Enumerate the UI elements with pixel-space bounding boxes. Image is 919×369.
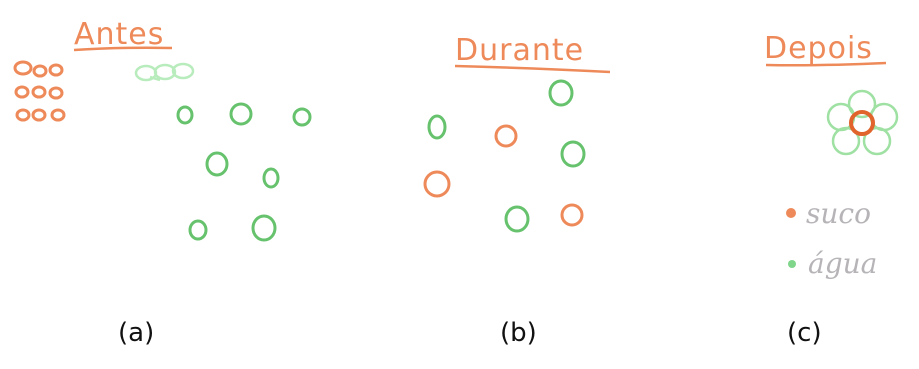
dissolved-juice-particle bbox=[849, 110, 875, 136]
panel-a-title: Antes bbox=[74, 17, 164, 52]
water-particles-a bbox=[176, 102, 312, 242]
juice-particles-b bbox=[423, 124, 584, 227]
legend-water-label: água bbox=[808, 247, 877, 280]
caption-c: (c) bbox=[787, 318, 822, 348]
panel-c-title: Depois bbox=[764, 31, 873, 66]
legend-juice-dot bbox=[786, 208, 796, 218]
water-particle-cluster-faint bbox=[134, 62, 195, 82]
panel-a: Antes bbox=[13, 17, 312, 242]
legend: suco água bbox=[786, 197, 877, 280]
legend-water-dot bbox=[788, 260, 796, 268]
water-particles-b bbox=[427, 79, 586, 233]
panel-b: Durante bbox=[423, 33, 611, 233]
juice-particle-stack bbox=[13, 60, 66, 122]
panel-a-title-underline bbox=[73, 46, 173, 52]
dissolved-cluster bbox=[826, 89, 899, 156]
panel-c-title-underline bbox=[765, 61, 887, 67]
legend-juice-label: suco bbox=[806, 197, 871, 230]
panel-b-title: Durante bbox=[455, 33, 584, 68]
panel-b-title-underline bbox=[454, 64, 611, 74]
panel-c: Depois suco água bbox=[764, 31, 899, 280]
caption-a: (a) bbox=[118, 318, 155, 348]
caption-b: (b) bbox=[500, 318, 537, 348]
